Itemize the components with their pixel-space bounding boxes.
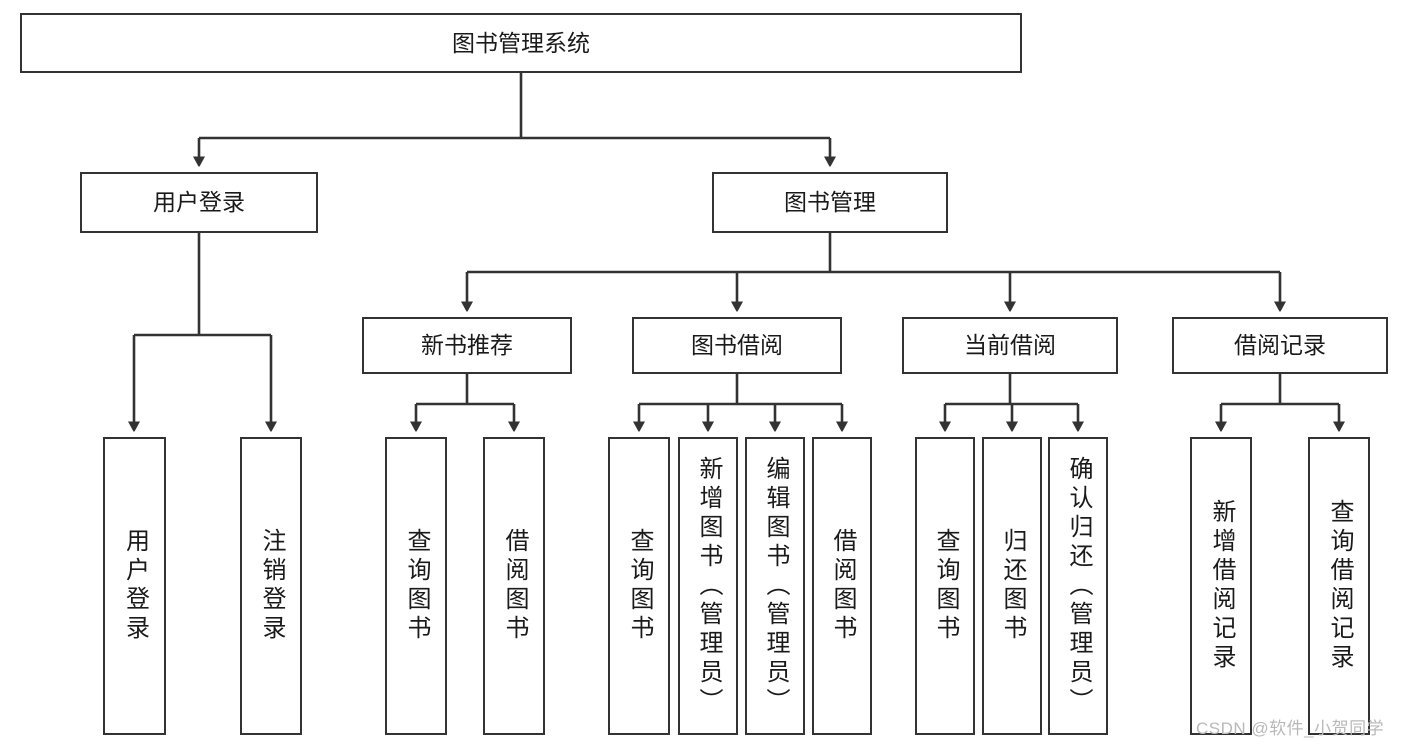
node-user-login-label: 用户登录: [153, 189, 245, 216]
node-leaf-query-book-newbook[interactable]: 查询图书: [385, 437, 447, 735]
node-leaf-label: 归还图书: [999, 528, 1026, 644]
node-leaf-label: 查询图书: [626, 528, 653, 644]
node-leaf-user-login[interactable]: 用户登录: [103, 437, 166, 735]
node-leaf-label: 注销登录: [258, 528, 285, 644]
node-new-book-recommend[interactable]: 新书推荐: [362, 317, 572, 374]
node-user-login[interactable]: 用户登录: [80, 172, 318, 233]
node-leaf-edit-book-admin[interactable]: 编辑图书（管理员）: [745, 437, 805, 735]
node-leaf-label: 查询借阅记录: [1326, 499, 1353, 673]
node-leaf-label: 查询图书: [403, 528, 430, 644]
node-leaf-add-book-admin[interactable]: 新增图书（管理员）: [678, 437, 738, 735]
node-new-book-recommend-label: 新书推荐: [421, 332, 513, 359]
node-root-system[interactable]: 图书管理系统: [20, 13, 1022, 73]
node-current-borrow[interactable]: 当前借阅: [902, 317, 1118, 374]
node-current-borrow-label: 当前借阅: [964, 332, 1056, 359]
node-leaf-label: 编辑图书（管理员）: [762, 455, 789, 717]
csdn-watermark: CSDN @软件_小贺同学: [1196, 719, 1385, 738]
node-borrow-records[interactable]: 借阅记录: [1172, 317, 1388, 374]
node-leaf-label: 借阅图书: [501, 528, 528, 644]
node-leaf-label: 新增借阅记录: [1208, 499, 1235, 673]
node-leaf-borrow-book[interactable]: 借阅图书: [812, 437, 872, 735]
node-leaf-confirm-return-admin[interactable]: 确认归还（管理员）: [1048, 437, 1108, 735]
node-leaf-label: 查询图书: [932, 528, 959, 644]
node-leaf-logout[interactable]: 注销登录: [240, 437, 302, 735]
node-leaf-query-book-borrow[interactable]: 查询图书: [608, 437, 670, 735]
node-book-management-label: 图书管理: [784, 189, 876, 216]
node-book-borrow[interactable]: 图书借阅: [632, 317, 842, 374]
node-leaf-label: 确认归还（管理员）: [1065, 455, 1092, 717]
node-leaf-add-borrow-record[interactable]: 新增借阅记录: [1190, 437, 1252, 735]
node-book-borrow-label: 图书借阅: [691, 332, 783, 359]
node-leaf-borrow-book-newbook[interactable]: 借阅图书: [483, 437, 545, 735]
node-book-management[interactable]: 图书管理: [712, 172, 948, 233]
node-leaf-label: 用户登录: [121, 528, 149, 644]
node-leaf-query-book-current[interactable]: 查询图书: [915, 437, 975, 735]
node-leaf-label: 新增图书（管理员）: [695, 455, 722, 717]
node-leaf-label: 借阅图书: [829, 528, 856, 644]
node-borrow-records-label: 借阅记录: [1234, 332, 1326, 359]
node-leaf-query-borrow-record[interactable]: 查询借阅记录: [1308, 437, 1370, 735]
node-root-label: 图书管理系统: [452, 29, 590, 56]
node-leaf-return-book[interactable]: 归还图书: [982, 437, 1042, 735]
